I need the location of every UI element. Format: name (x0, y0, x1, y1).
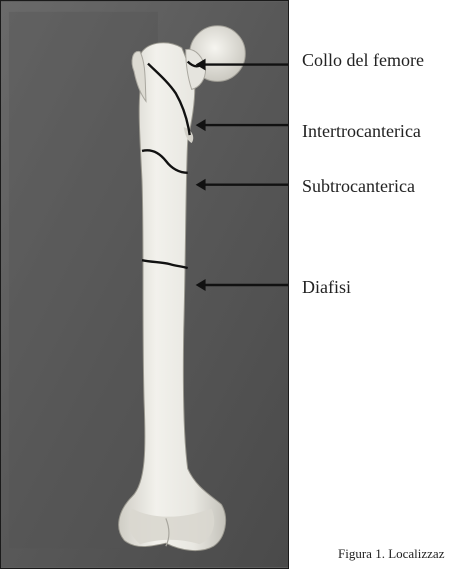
label-collo-del-femore: Collo del femore (302, 50, 424, 71)
femur-photo (0, 0, 289, 569)
femur-illustration (1, 1, 288, 568)
label-diafisi: Diafisi (302, 277, 351, 298)
figure-caption: Figura 1. Localizzaz (338, 546, 444, 562)
label-subtrocanterica: Subtrocanterica (302, 176, 415, 197)
label-intertrocanterica: Intertrocanterica (302, 121, 421, 142)
